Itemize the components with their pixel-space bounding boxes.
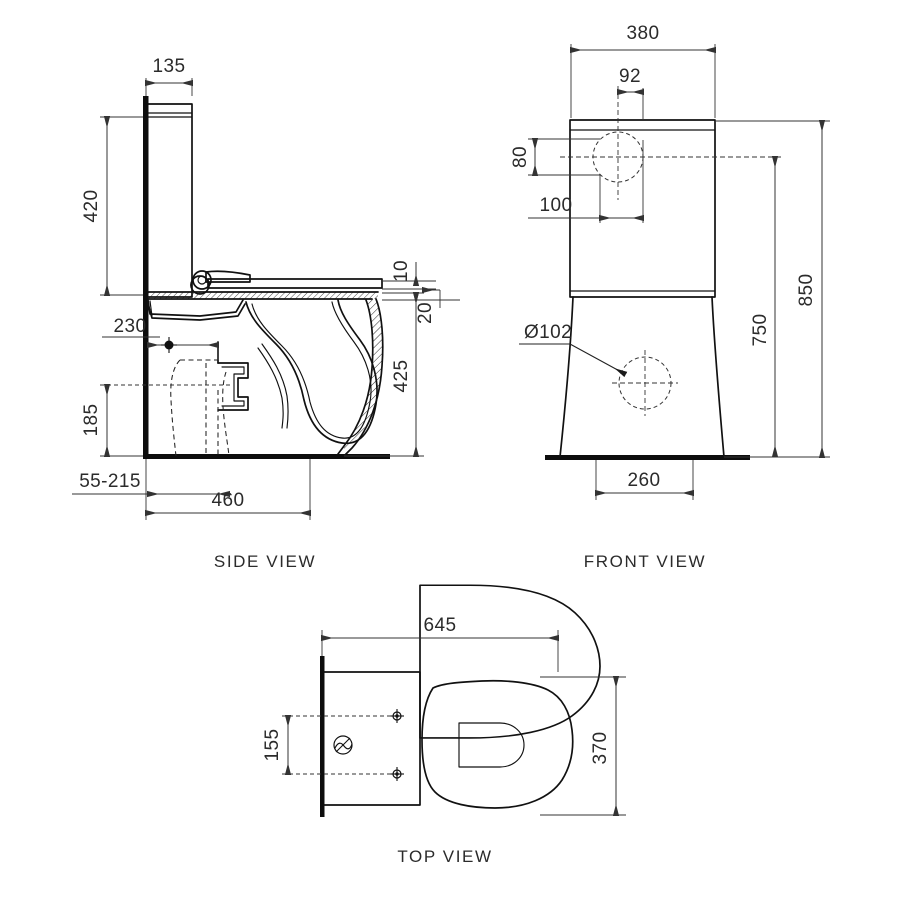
dim-outlet-diameter: Ø102 (519, 322, 628, 378)
dim-label-100: 100 (540, 195, 573, 216)
dim-label-420: 420 (81, 190, 102, 223)
flush-button-circle-icon (560, 86, 782, 200)
dim-label-370: 370 (590, 732, 611, 765)
front-view-label: FRONT VIEW (584, 552, 706, 571)
front-floor-line (545, 455, 750, 460)
outlet-circle-icon (612, 350, 678, 416)
top-view-group: 645 155 370 TOP VIEW (262, 584, 626, 866)
floor-line (143, 454, 390, 459)
side-view-group: 135 420 230 (72, 56, 460, 571)
dim-380: 380 (570, 23, 716, 118)
dim-label-185: 185 (81, 404, 102, 437)
dim-645: 645 (321, 615, 559, 672)
dim-135: 135 (145, 56, 193, 96)
dim-label-135: 135 (153, 56, 186, 77)
dim-label-155: 155 (262, 729, 283, 762)
dim-80: 80 (510, 138, 600, 176)
dim-10-20: 10 20 (382, 260, 460, 324)
bowl-cavity-side (245, 299, 378, 445)
dim-420: 420 (81, 116, 143, 296)
dim-425: 425 (344, 292, 424, 457)
cistern-front-profile (569, 119, 716, 298)
dim-label-260: 260 (628, 470, 661, 491)
dim-460: 460 (145, 459, 311, 520)
front-view-group: 380 92 80 100 (510, 23, 830, 571)
dim-label-55-215: 55-215 (79, 471, 141, 492)
trap-curve-side (257, 343, 289, 429)
wall-line (143, 96, 149, 459)
top-wall-line (320, 656, 325, 817)
toilet-seat-side (190, 270, 383, 295)
pan-front-profile (559, 296, 725, 458)
dim-label-diameter: Ø102 (524, 322, 572, 343)
dim-750: 750 (750, 156, 779, 457)
cistern-side-profile (147, 103, 193, 298)
cistern-top-profile (323, 671, 421, 806)
dim-100: 100 (528, 140, 644, 223)
dim-185: 185 (81, 384, 230, 457)
dim-label-645: 645 (424, 615, 457, 636)
dim-label-380: 380 (627, 23, 660, 44)
pan-rim-side (147, 291, 379, 321)
fixing-point-upper-icon (390, 709, 404, 723)
fixing-point-lower-icon (390, 767, 404, 781)
dim-label-750: 750 (750, 314, 771, 347)
dim-label-850: 850 (796, 274, 817, 307)
dim-55-215: 55-215 (72, 471, 230, 498)
dim-label-10: 10 (391, 260, 412, 282)
dim-label-92: 92 (619, 66, 641, 87)
dim-label-460: 460 (212, 490, 245, 511)
inlet-crosshair-icon (161, 337, 177, 353)
seat-opening-top (458, 722, 525, 768)
dim-260: 260 (595, 460, 694, 500)
top-view-label: TOP VIEW (397, 847, 492, 866)
dim-label-230: 230 (114, 316, 147, 337)
dim-230: 230 (102, 316, 219, 360)
dim-label-20: 20 (415, 302, 436, 324)
seat-ring-top (421, 679, 574, 809)
dim-label-425: 425 (391, 360, 412, 393)
dim-label-80: 80 (510, 146, 531, 168)
dim-92: 92 (617, 66, 644, 120)
side-view-label: SIDE VIEW (214, 552, 316, 571)
dim-155: 155 (262, 715, 392, 775)
dim-370: 370 (540, 676, 626, 816)
hidden-edges-side (170, 359, 230, 457)
pan-top-profile (419, 584, 601, 739)
pan-body-side (337, 298, 384, 457)
inlet-valve-symbol-icon (333, 735, 353, 755)
dim-850: 850 (715, 120, 830, 458)
